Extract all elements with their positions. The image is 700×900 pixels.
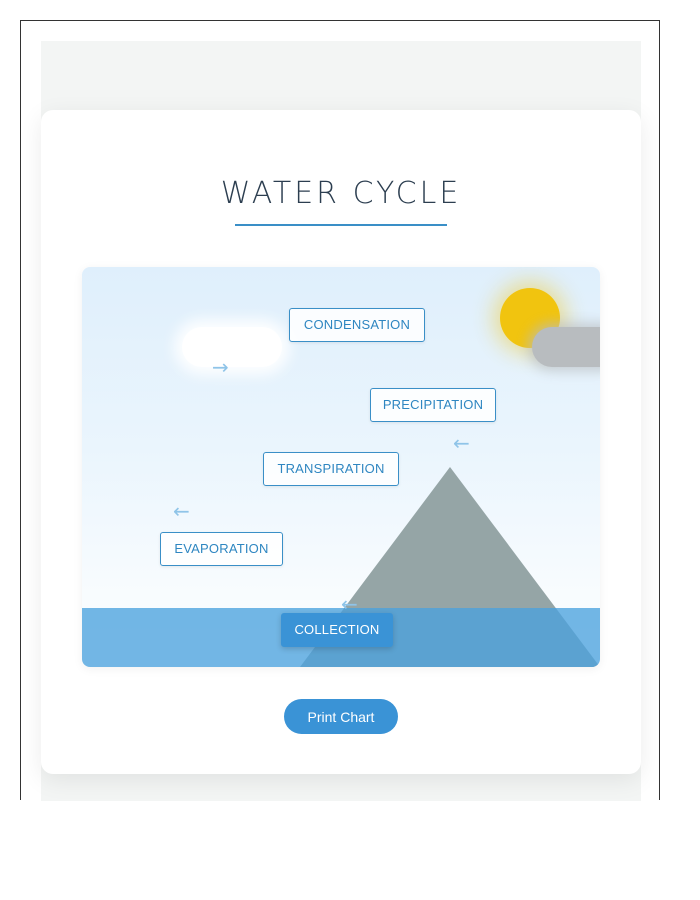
white-cloud bbox=[182, 327, 282, 367]
label-collection[interactable]: COLLECTION bbox=[281, 613, 393, 647]
arrow-left-icon: ← bbox=[341, 592, 358, 616]
page-title: WATER CYCLE bbox=[220, 176, 462, 211]
grey-cloud bbox=[532, 327, 600, 367]
label-precipitation[interactable]: PRECIPITATION bbox=[370, 388, 496, 422]
water-cycle-card: WATER CYCLE → ← ← ← CONDENSATION PRECIPI… bbox=[41, 110, 641, 774]
label-transpiration[interactable]: TRANSPIRATION bbox=[263, 452, 399, 486]
print-chart-button[interactable]: Print Chart bbox=[284, 699, 398, 734]
arrow-right-icon: → bbox=[212, 355, 229, 379]
water-cycle-diagram: → ← ← ← CONDENSATION PRECIPITATION TRANS… bbox=[82, 267, 600, 667]
page-frame bbox=[20, 20, 660, 800]
title-underline bbox=[235, 224, 447, 226]
arrow-left-icon: ← bbox=[453, 431, 470, 455]
label-evaporation[interactable]: EVAPORATION bbox=[160, 532, 283, 566]
label-condensation[interactable]: CONDENSATION bbox=[289, 308, 425, 342]
arrow-left-icon: ← bbox=[173, 499, 190, 523]
